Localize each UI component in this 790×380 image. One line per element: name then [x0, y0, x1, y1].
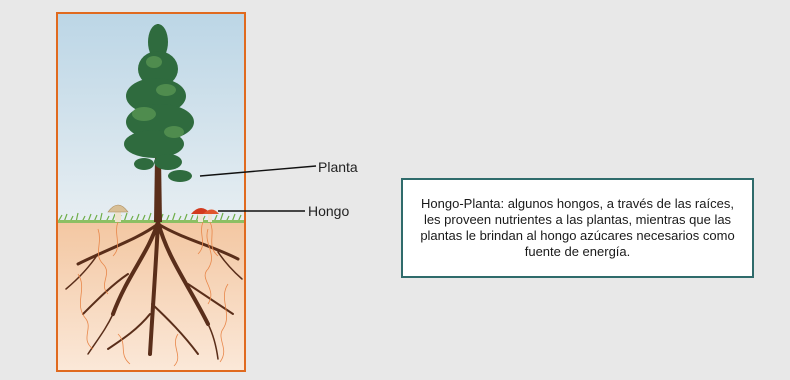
mushroom-icon — [107, 204, 129, 222]
red-mushroom-icon — [191, 208, 219, 222]
tree-fungus-illustration — [56, 12, 246, 372]
plant-label: Planta — [318, 159, 358, 175]
description-text: Hongo-Planta: algunos hongos, a través d… — [420, 196, 735, 259]
fungus-label: Hongo — [308, 203, 350, 219]
roots-illustration — [65, 220, 243, 360]
tree-illustration — [58, 14, 244, 370]
description-box: Hongo-Planta: algunos hongos, a través d… — [401, 178, 754, 278]
hyphae — [77, 228, 229, 367]
